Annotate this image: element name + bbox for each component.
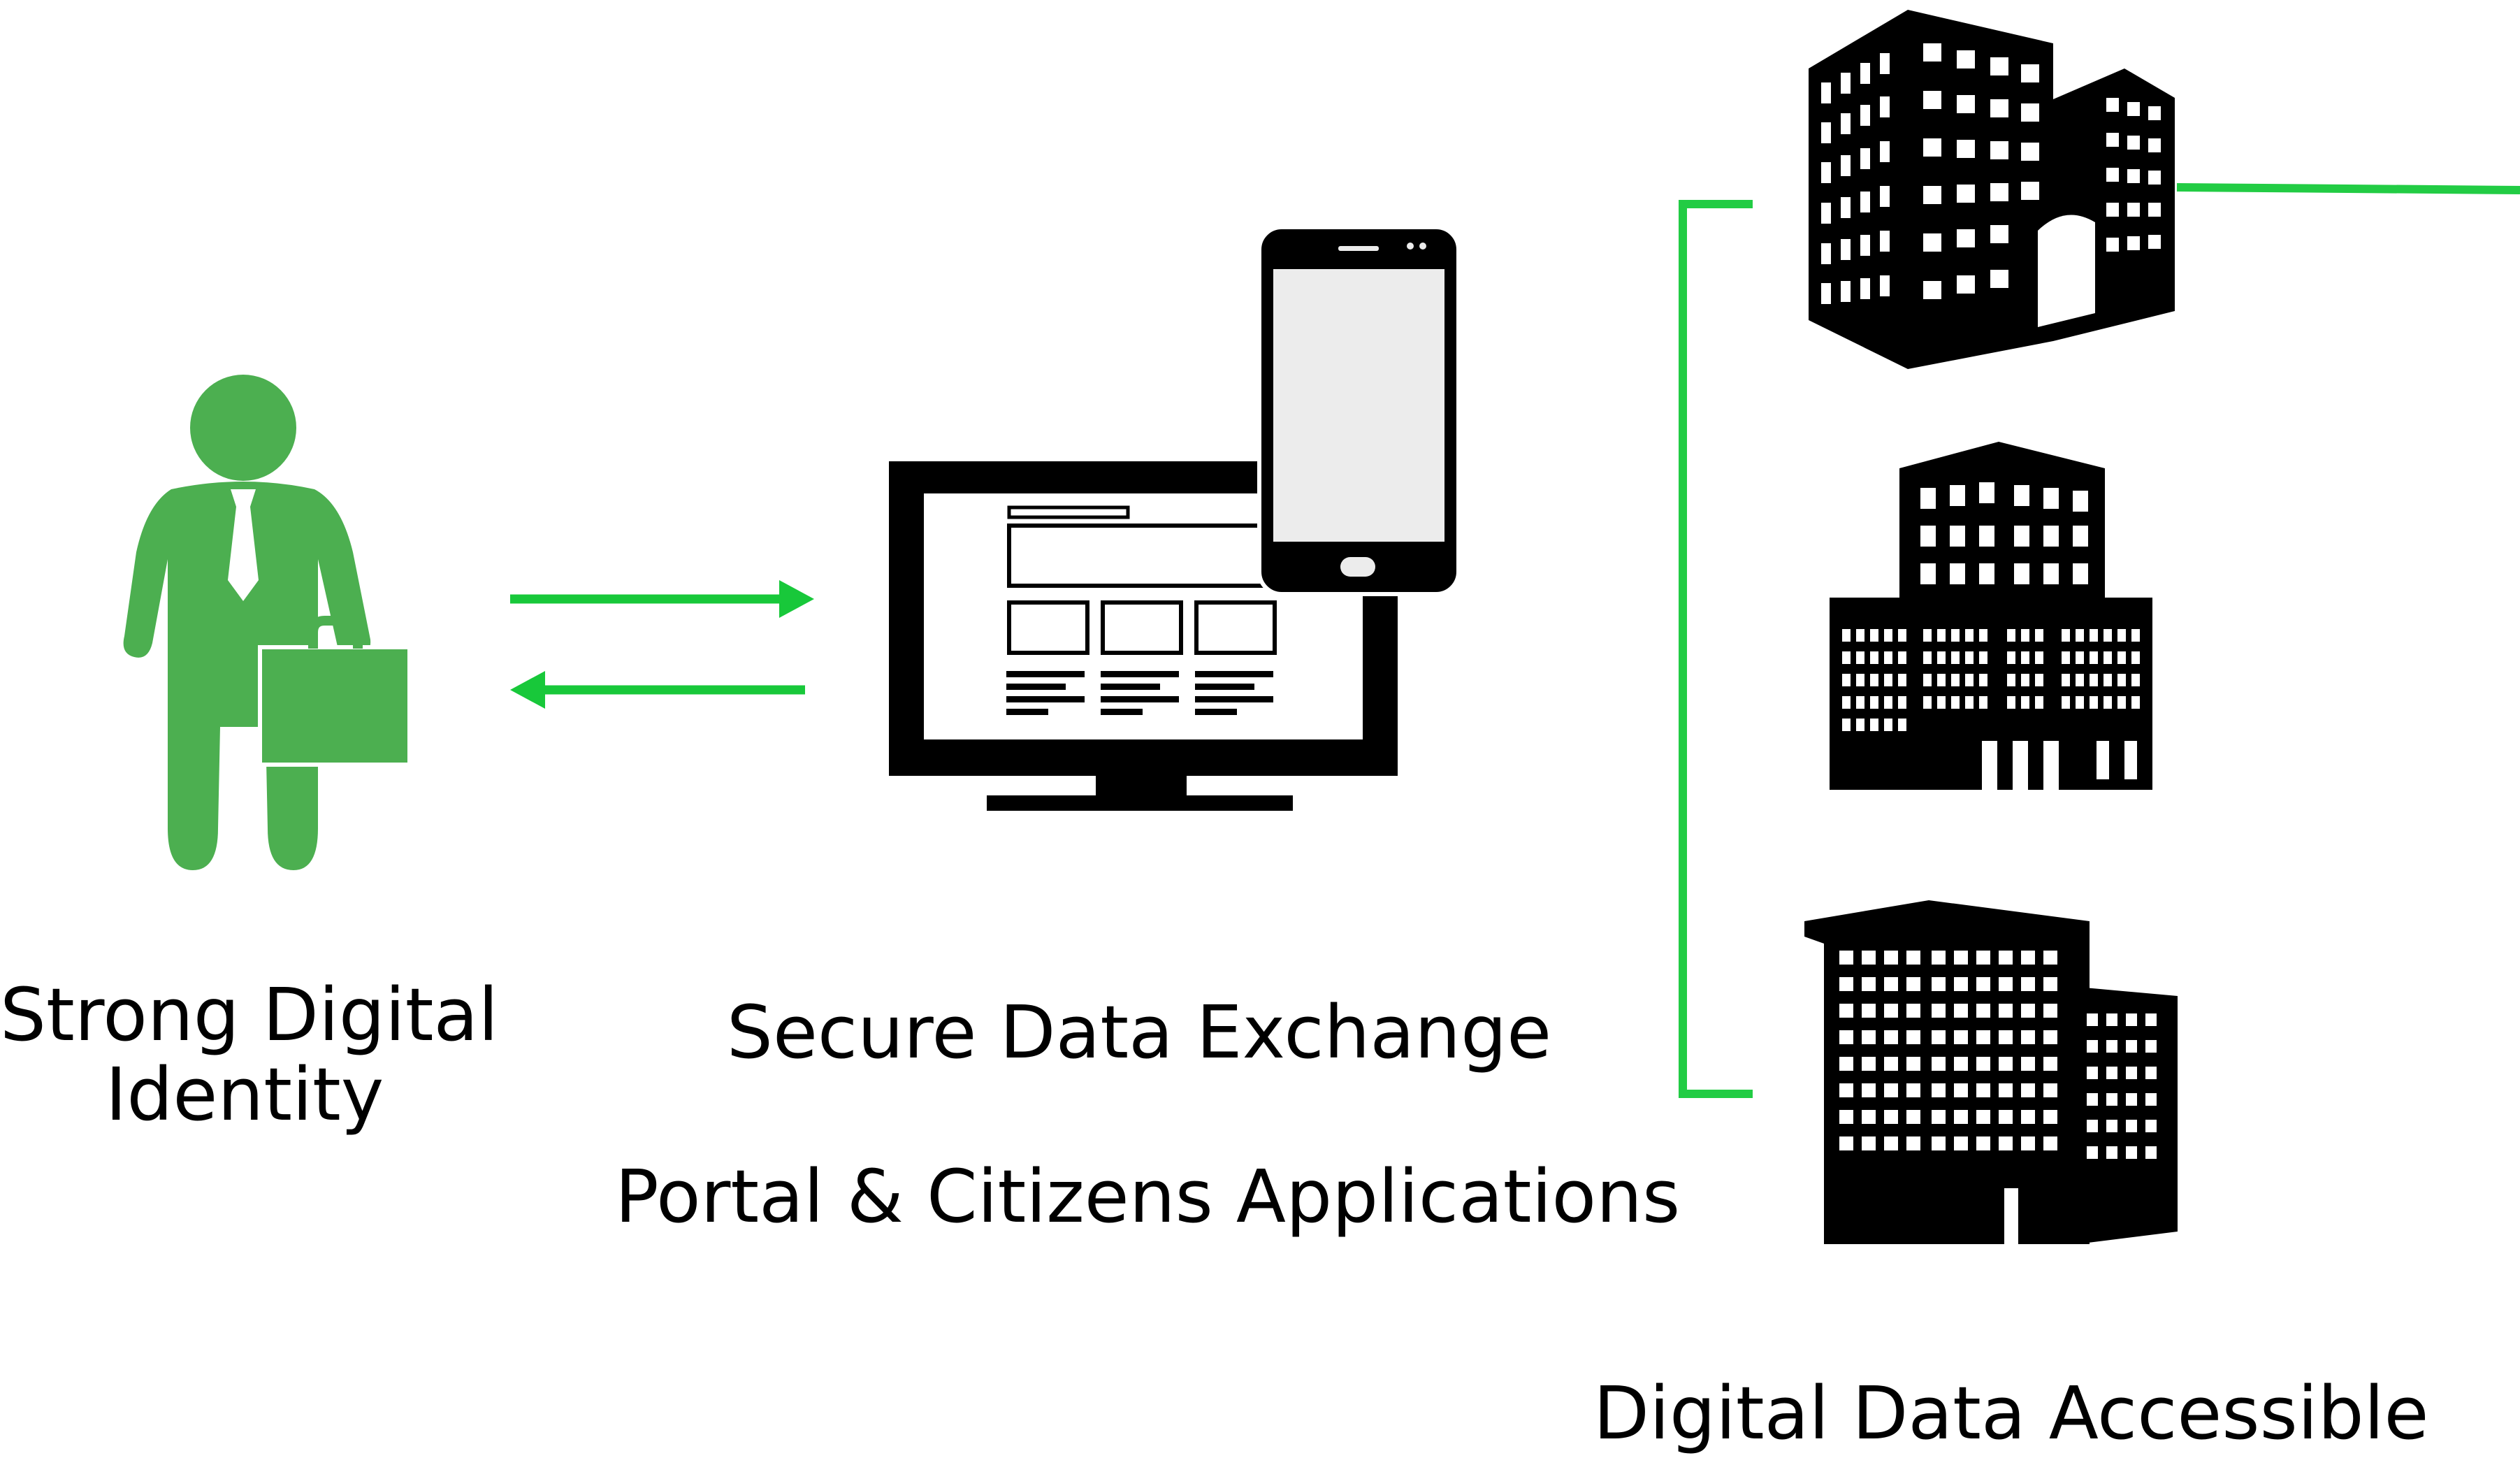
smartphone-icon	[1257, 225, 1461, 596]
identity-label-line-2: Identity	[105, 1052, 384, 1138]
secure-data-exchange-label: Secure Data Exchange	[726, 990, 1552, 1075]
portal-applications-label: Portal & Citizens Applications	[615, 1154, 1681, 1239]
data-exchange-arrows	[510, 580, 814, 709]
tower-building-icon	[1804, 900, 2178, 1244]
office-building-icon	[1809, 10, 2175, 369]
arrow-right-icon	[510, 580, 814, 618]
arrow-left-icon	[510, 671, 805, 709]
monitor-icon	[889, 461, 1398, 811]
office-complex-icon	[1830, 442, 2152, 790]
digital-data-accessible-label: Digital Data Accessible	[1593, 1371, 2429, 1456]
strong-digital-identity-label: Strong Digital Identity	[0, 972, 499, 1138]
businessman-with-briefcase-icon	[123, 375, 412, 870]
identity-label-line-1: Strong Digital	[0, 972, 499, 1058]
bracket-connector	[1679, 183, 2520, 1098]
desktop-monitor-and-smartphone-icon	[889, 225, 1461, 811]
